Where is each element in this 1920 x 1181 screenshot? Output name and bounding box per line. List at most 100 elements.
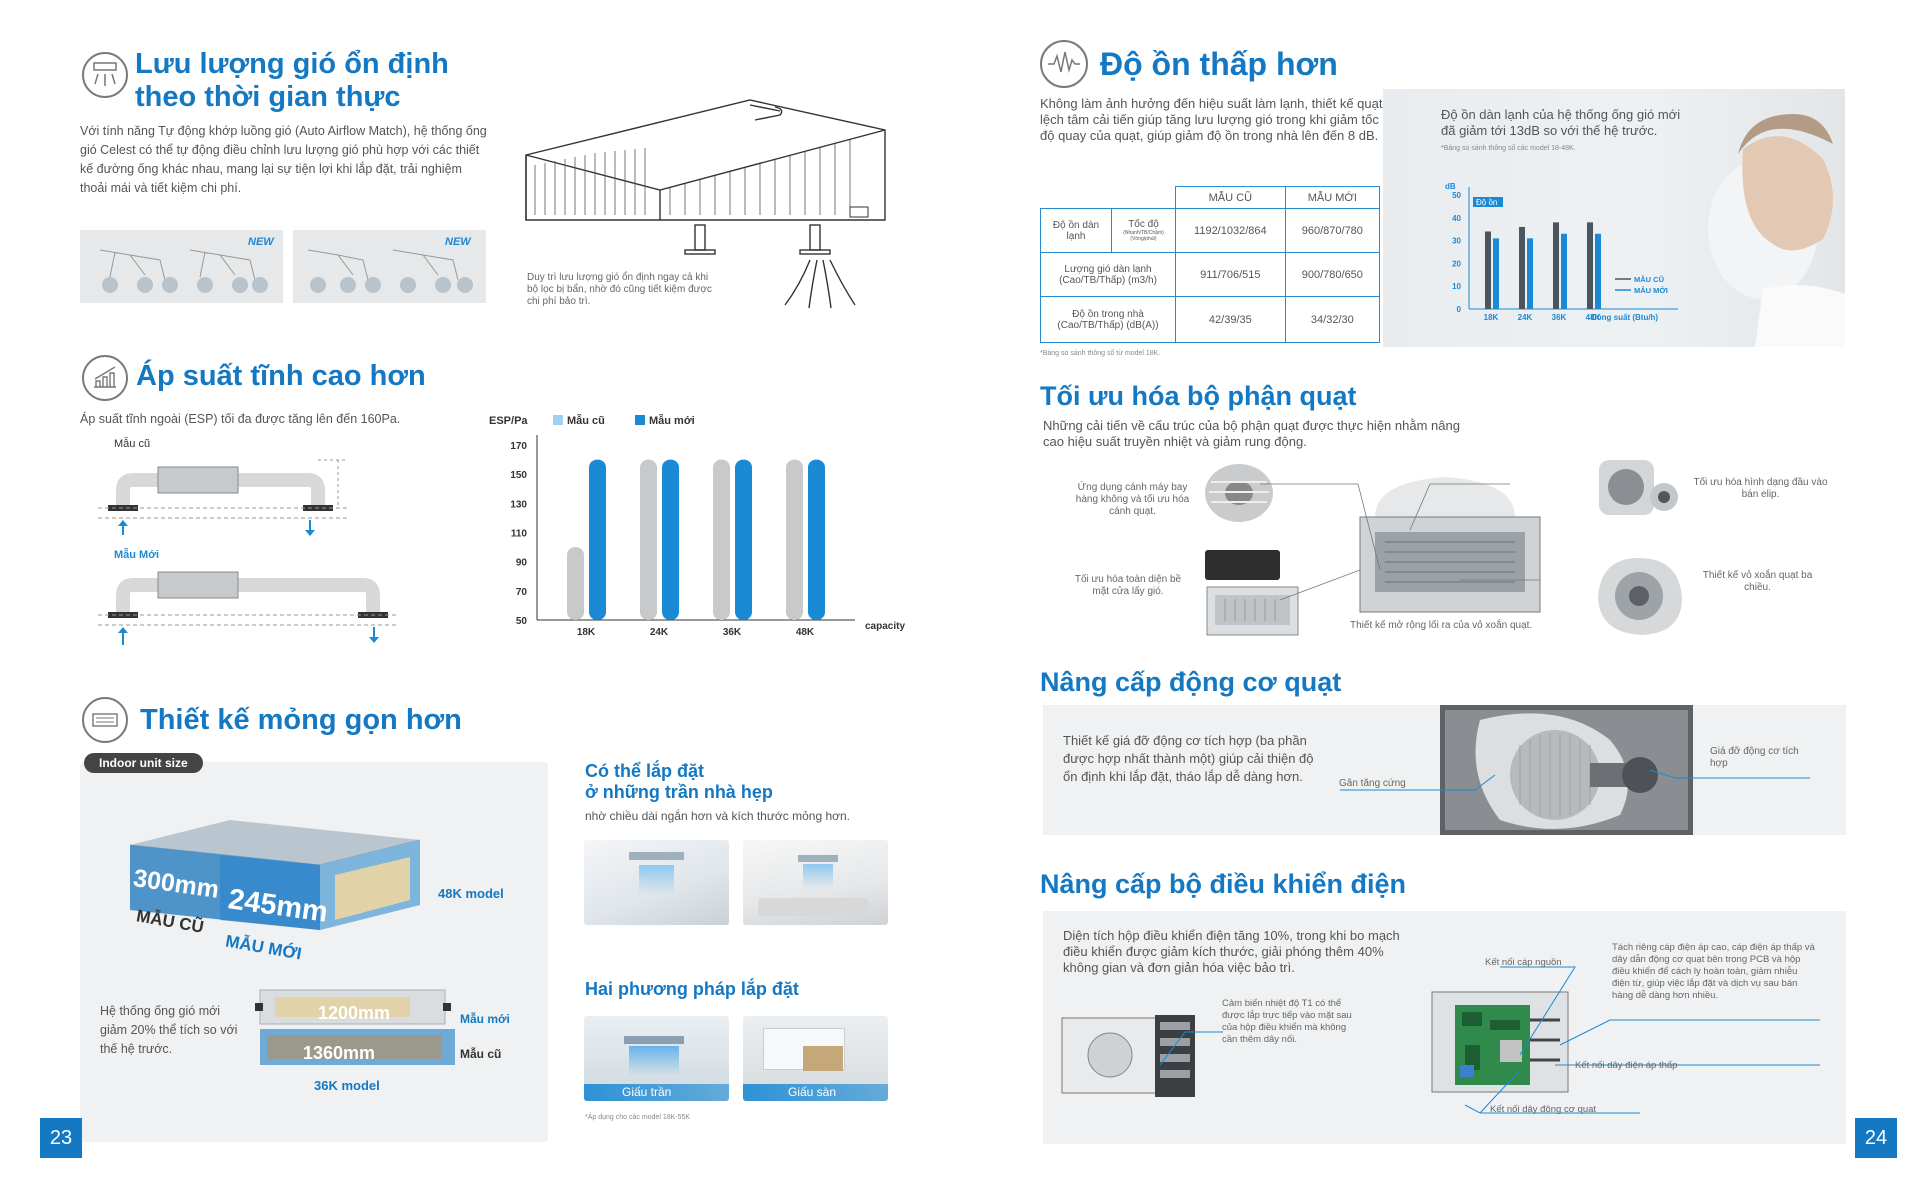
x-tick-label: 48K (796, 627, 815, 638)
row-new-value: 960/870/780 (1284, 208, 1381, 253)
x-tick-label: 24K (650, 627, 669, 638)
pressure-chart-icon (82, 355, 128, 401)
controller-description: Diện tích hộp điều khiển điện tăng 10%, … (1063, 928, 1400, 975)
title-line-1: Lưu lượng gió ổn định (135, 48, 449, 80)
motor-label-rib: Gân tăng cứng (1339, 778, 1406, 789)
bar-new (1595, 233, 1601, 309)
control-box-image (1061, 1015, 1195, 1097)
y-tick-label: 110 (511, 529, 528, 540)
fan-cap-outlet: Thiết kế mở rộng lối ra của vỏ xoắn quạt… (1350, 620, 1533, 631)
room-photo-2 (743, 840, 888, 925)
ceiling-install-label: Giấu trần (622, 1085, 672, 1099)
sleeping-woman-image (1708, 114, 1845, 347)
ceiling-install-photo: Giấu trần (584, 1016, 729, 1101)
table-row: Lượng gió dàn lạnh (Cao/TB/Thấp) (m3/h) … (1040, 252, 1381, 297)
controller-cap-motor: Kết nối dây động cơ quạt (1490, 1104, 1597, 1115)
legend-label: MẪU CŨ (1634, 275, 1664, 284)
model-36k-label: 36K model (314, 1078, 380, 1093)
noise-panel-text: Độ ồn dàn lạnh của hệ thống ống gió mới … (1441, 107, 1681, 138)
motor-label-bracket: Giá đỡ động cơ tích hợp (1710, 746, 1799, 769)
intake-section-image (1206, 586, 1299, 636)
row-old-value: 1192/1032/864 (1175, 208, 1286, 253)
slim-volume-text: Hệ thống ống gió mới giảm 20% thể tích s… (100, 1004, 238, 1056)
noise-panel: Độ ồn dàn lạnh của hệ thống ống gió mới … (1383, 89, 1845, 347)
bar-old (1485, 231, 1491, 309)
pcb-box-image (1431, 991, 1569, 1093)
row-sublabel: Tốc độ (1128, 218, 1159, 230)
y-tick-label: 50 (1452, 191, 1461, 200)
fan-leader-lines (1260, 483, 1540, 601)
legend-swatch (635, 415, 645, 425)
section-title-controller: Nâng cấp bộ điều khiển điện (1040, 869, 1407, 899)
pressure-description: Áp suất tĩnh ngoài (ESP) tối đa được tăn… (80, 412, 401, 426)
row-new-value: 34/32/30 (1284, 296, 1381, 343)
dim-1360mm: 1360mm (303, 1043, 376, 1063)
row-subnote: (Nhanh/TB/Chậm) (Vòng/phút) (1123, 229, 1164, 242)
fan-housing-unit-image (1359, 477, 1541, 613)
motor-description: Thiết kế giá đỡ động cơ tích hợp (ba phầ… (1063, 733, 1314, 784)
row-label: Lượng gió dàn lạnh (Cao/TB/Thấp) (m3/h) (1040, 252, 1176, 297)
duct-unit-drawing (525, 99, 886, 309)
airflow-icon (82, 52, 128, 98)
section-title-noise: Độ ồn thấp hơn (1100, 46, 1338, 82)
fan-description: Những cải tiến về cấu trúc của bộ phận q… (1043, 418, 1460, 449)
legend-label: MẪU MỚI (1634, 286, 1668, 295)
airflow-illustration-2: NEW (293, 230, 486, 303)
legend-label: Mẫu mới (649, 414, 695, 427)
section-title-motor: Nâng cấp động cơ quạt (1040, 667, 1342, 697)
y-tick-label: 70 (516, 587, 528, 598)
label-old-small: Mẫu cũ (460, 1047, 502, 1061)
narrow-ceiling-text: nhờ chiều dài ngắn hơn và kích thước mỏn… (585, 809, 850, 823)
bar-old (1519, 226, 1525, 309)
annotation-box (1473, 197, 1503, 207)
row-old-value: 911/706/515 (1175, 252, 1286, 297)
x-axis-label: Công suất (Btu/h) (1591, 313, 1658, 322)
x-tick-label: 18K (577, 627, 596, 638)
y-tick-label: 130 (510, 499, 527, 510)
y-tick-label: 30 (1452, 237, 1461, 246)
fan-motor-image (1440, 705, 1693, 835)
x-tick-label: 18K (1484, 313, 1499, 322)
airflow-illustration-1: NEW (80, 230, 283, 303)
annotation-label: Độ ồn (1476, 198, 1497, 207)
fan-scroll-image (1598, 558, 1682, 635)
controller-cap-separate: Tách riêng cáp điện áp cao, cáp điện áp … (1612, 942, 1815, 1001)
bar-new (1527, 238, 1533, 309)
x-tick-label: 36K (723, 627, 742, 638)
fan-inlet-image (1599, 460, 1678, 515)
table-row: Độ ồn dàn lạnh Tốc độ (Nhanh/TB/Chậm) (V… (1040, 208, 1381, 253)
bar-new (1493, 238, 1499, 309)
x-tick-label: 48K (1586, 313, 1601, 322)
noise-description: Không làm ảnh hưởng đến hiệu suất làm lạ… (1040, 96, 1383, 143)
x-tick-label: 24K (1518, 313, 1533, 322)
room-photo-1 (584, 840, 729, 925)
fan-cap-blade: Ứng dụng cánh máy bay hàng không và tối … (1075, 482, 1190, 517)
motor-leader-lines (1340, 769, 1810, 791)
section-title-fan: Tối ưu hóa bộ phận quạt (1040, 381, 1357, 411)
y-tick-label: 150 (510, 470, 527, 481)
pcb-leader-lines (1464, 966, 1820, 1114)
fan-cap-scroll: Thiết kế vỏ xoắn quạt ba chiều. (1702, 570, 1813, 593)
controller-cap-sensor: Cảm biến nhiệt độ T1 có thể được lắp trự… (1222, 998, 1352, 1045)
pipe-diagram-old (98, 459, 348, 536)
y-tick-label: 20 (1452, 259, 1461, 268)
table-header-new: MẪU MỚI (1284, 186, 1381, 209)
bar-old (567, 547, 584, 620)
legend-swatch (553, 415, 563, 425)
label-new-model: Mẫu Mới (114, 549, 160, 561)
page-number-right: 24 (1855, 1118, 1897, 1158)
section-title-slim: Thiết kế mỏng gọn hơn (140, 704, 462, 736)
new-badge: NEW (248, 236, 274, 248)
floor-install-photo: Giấu sàn (743, 1016, 888, 1101)
airflow-description: Với tính năng Tự động khớp luồng gió (Au… (80, 124, 487, 195)
length-comparison-bars (255, 989, 455, 1065)
bar-new (808, 459, 825, 620)
bar-new (735, 459, 752, 620)
table-footnote: *Bảng so sánh thông số từ model 18K. (1040, 350, 1161, 357)
section-title-pressure: Áp suất tĩnh cao hơn (136, 360, 426, 392)
y-axis-label: ESP/Pa (489, 415, 528, 427)
x-axis-label: capacity (865, 621, 905, 632)
y-tick-label: 50 (516, 616, 528, 627)
floor-install-label: Giấu sàn (788, 1085, 837, 1099)
